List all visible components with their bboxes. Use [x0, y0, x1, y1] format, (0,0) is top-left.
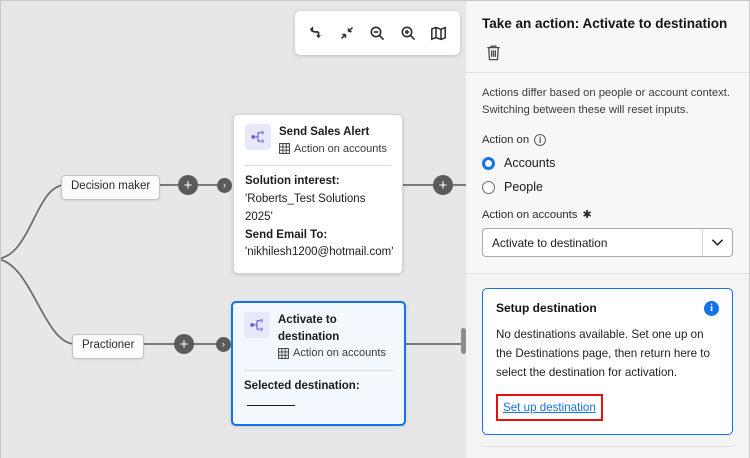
panel-form-section: Actions differ based on people or accoun… — [466, 72, 749, 275]
info-icon[interactable]: i — [534, 134, 547, 147]
info-badge-icon[interactable]: i — [704, 301, 719, 317]
flow-node-activate-to-destination[interactable]: Activate to destination Action on accoun… — [231, 301, 406, 427]
map-icon[interactable] — [426, 20, 452, 46]
action-on-accounts-label-text: Action on accounts — [482, 208, 578, 221]
field-label-selected-destination: Selected destination: — [244, 379, 360, 392]
setup-destination-highlight: Set up destination — [496, 393, 603, 421]
zoom-in-icon[interactable] — [395, 20, 421, 46]
action-on-accounts-label: Action on accounts ✱ — [482, 208, 733, 222]
action-on-label-text: Action on — [482, 134, 530, 147]
flow-node-titles: Send Sales Alert Action on accounts — [279, 124, 387, 157]
branch-pill-decision-maker[interactable]: Decision maker — [61, 175, 161, 200]
flow-node-body: Selected destination: — [244, 378, 393, 414]
radio-accounts-label: Accounts — [504, 156, 556, 171]
add-node-button-2[interactable]: + — [174, 334, 194, 354]
field-label-send-email-to: Send Email To: — [245, 228, 328, 241]
setup-destination-wrapper: Setup destination i No destinations avai… — [466, 274, 749, 458]
chevron-right-icon-1[interactable]: › — [217, 178, 232, 193]
undo-icon[interactable] — [303, 20, 329, 46]
chevron-down-icon[interactable] — [702, 229, 732, 257]
action-node-icon — [245, 124, 271, 150]
page-title: Take an action: Activate to destination — [482, 16, 728, 31]
setup-destination-callout: Setup destination i No destinations avai… — [482, 288, 733, 435]
flow-node-subtitle-text: Action on accounts — [294, 142, 387, 155]
flow-node-subtitle: Action on accounts — [278, 345, 393, 362]
branch-pill-practioner[interactable]: Practioner — [72, 334, 145, 359]
radio-accounts-indicator[interactable] — [482, 156, 495, 170]
flow-node-header: Send Sales Alert Action on accounts — [245, 124, 391, 157]
action-panel: Take an action: Activate to destination … — [466, 0, 750, 458]
context-hint-text: Actions differ based on people or accoun… — [482, 86, 730, 117]
grid-icon — [279, 143, 290, 155]
flow-node-send-sales-alert[interactable]: Send Sales Alert Action on accounts Solu… — [233, 114, 403, 275]
action-on-label: Action on i — [482, 134, 733, 147]
radio-accounts[interactable]: Accounts — [482, 156, 733, 170]
required-marker: ✱ — [582, 209, 592, 222]
panel-header: Take an action: Activate to destination — [466, 1, 749, 73]
zoom-out-icon[interactable] — [364, 20, 390, 46]
callout-title: Setup destination — [496, 301, 597, 316]
add-node-button-1[interactable]: + — [178, 175, 198, 195]
flow-node-title: Activate to destination — [278, 314, 340, 343]
flow-canvas[interactable]: Decision maker Practioner + + + › › — [0, 0, 466, 458]
flow-node-body: Solution interest: 'Roberts_Test Solutio… — [245, 173, 394, 262]
canvas-edge-handle[interactable] — [461, 328, 466, 354]
set-up-destination-link[interactable]: Set up destination — [503, 400, 596, 414]
add-node-button-3[interactable]: + — [433, 175, 453, 195]
flow-node-header: Activate to destination Action on accoun… — [244, 312, 393, 362]
callout-header: Setup destination i — [496, 301, 719, 317]
flow-node-titles: Activate to destination Action on accoun… — [278, 312, 393, 362]
radio-people-label: People — [504, 180, 543, 195]
field-label-solution-interest: Solution interest: — [245, 175, 340, 188]
grid-icon — [278, 348, 289, 359]
flow-node-subtitle-text: Action on accounts — [293, 347, 386, 360]
panel-footer-divider — [482, 445, 733, 456]
select-value: Activate to destination — [492, 235, 608, 250]
flow-node-title: Send Sales Alert — [279, 126, 370, 138]
action-node-icon — [244, 312, 270, 338]
divider — [245, 165, 391, 167]
collapse-icon[interactable] — [334, 20, 360, 46]
field-value-solution-interest: 'Roberts_Test Solutions 2025' — [245, 192, 366, 223]
field-value-selected-destination-blank — [247, 404, 295, 406]
canvas-toolbar[interactable] — [295, 11, 460, 55]
action-on-accounts-select[interactable]: Activate to destination — [482, 228, 733, 258]
radio-people[interactable]: People — [482, 180, 733, 194]
field-value-send-email-to: 'nikhilesh1200@hotmail.com' — [245, 246, 394, 259]
trash-icon[interactable] — [482, 42, 504, 64]
chevron-right-icon-2[interactable]: › — [216, 337, 231, 352]
flow-node-subtitle: Action on accounts — [279, 141, 387, 158]
divider — [244, 369, 393, 371]
radio-people-indicator[interactable] — [482, 180, 495, 194]
callout-body-text: No destinations available. Set one up on… — [496, 328, 710, 379]
